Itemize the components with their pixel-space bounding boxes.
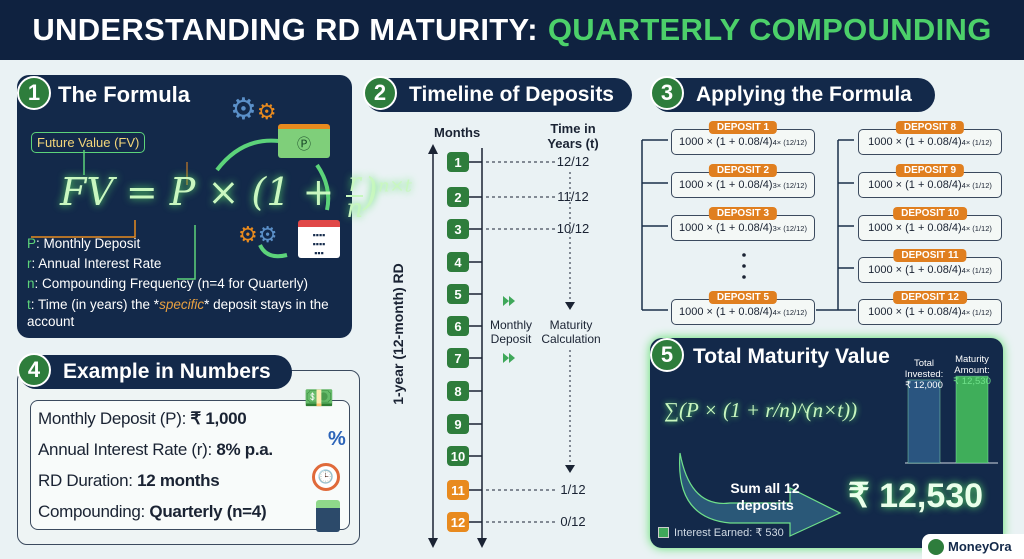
time-tick: 11/12: [557, 189, 589, 204]
month-3: 3: [447, 219, 469, 239]
section-badge: 2: [363, 76, 397, 110]
total-title: Total Maturity Value: [693, 345, 890, 368]
deposit-formula: 1000 × (1 + 0.08/4)4× (12/12): [671, 299, 815, 325]
time-tick: 0/12: [560, 514, 586, 529]
deposit-tag: DEPOSIT 12: [893, 291, 967, 304]
months-header: Months: [434, 125, 481, 140]
time-header: Time in Years (t): [547, 121, 599, 151]
formula-panel: [17, 75, 352, 338]
section-badge: 3: [650, 76, 684, 110]
brand-logo: MoneyOra: [922, 534, 1024, 559]
month-12: 12: [447, 512, 469, 532]
maturity-amount: ₹ 12,530: [848, 477, 984, 515]
definition-r: r: Annual Interest Rate: [27, 256, 162, 271]
bar-1: [955, 375, 989, 464]
calendar-icon: ▪▪▪▪▪▪▪▪▪▪▪: [298, 220, 340, 258]
deposit-tag: DEPOSIT 8: [895, 121, 965, 134]
brand-name: MoneyOra: [948, 539, 1012, 554]
percent-icon: %: [328, 428, 346, 450]
example-row: Compounding: Quarterly (n=4): [38, 502, 267, 521]
title-main: UNDERSTANDING RD MATURITY:: [32, 12, 538, 47]
timeline-header: Timeline of Deposits: [365, 78, 632, 112]
logo-icon: [928, 538, 944, 555]
month-8: 8: [447, 381, 469, 401]
deposit-tag: DEPOSIT 3: [708, 207, 778, 220]
month-2: 2: [447, 187, 469, 207]
deposit-connectors: [641, 139, 856, 311]
definition-p: P: Monthly Deposit: [27, 236, 141, 251]
bar-0: [907, 379, 941, 464]
fv-label: Future Value (FV): [31, 132, 146, 153]
formula-diagram-arrows: [31, 138, 331, 280]
example-row: RD Duration: 12 months: [38, 471, 220, 490]
month-6: 6: [447, 316, 469, 336]
legend-swatch: [658, 527, 669, 538]
axis-label: 1-year (12-month) RD: [390, 263, 406, 405]
title-highlight: QUARTERLY COMPOUNDING: [547, 12, 992, 47]
maturity-calc-label: Maturity Calculation: [541, 318, 601, 346]
formula-title: The Formula: [58, 82, 191, 107]
example-title: Example in Numbers: [63, 360, 271, 383]
month-4: 4: [447, 252, 469, 272]
section-badge: 1: [17, 76, 51, 110]
money-icon: 💵: [304, 385, 334, 412]
timeline-title: Timeline of Deposits: [409, 83, 614, 106]
example-row: Monthly Deposit (P): ₹ 1,000: [38, 409, 247, 428]
definition-t: t: Time (in years) the *specific* deposi…: [27, 297, 329, 329]
calculator-icon: [316, 500, 340, 532]
timeline-axes: [428, 144, 575, 548]
example-row: Annual Interest Rate (r): 8% p.a.: [38, 440, 273, 459]
sum-formula: ∑(P × (1 + r/n)^(n×t)): [664, 398, 858, 422]
month-11: 11: [447, 480, 469, 500]
formula-definitions: P: Monthly Deposit r: Annual Interest Ra…: [27, 234, 347, 330]
deposit-tag: DEPOSIT 11: [893, 249, 967, 262]
month-5: 5: [447, 284, 469, 304]
interest-text: Interest Earned: ₹ 530: [674, 527, 784, 539]
month-7: 7: [447, 348, 469, 368]
bar-label: Total Invested:₹ 12,000: [904, 358, 944, 391]
time-tick: 1/12: [560, 482, 586, 497]
small-gears-icon: ⚙⚙: [238, 222, 278, 247]
definition-n: n: Compounding Frequency (n=4 for Quarte…: [27, 276, 309, 291]
deposit-formula: 1000 × (1 + 0.08/4)4× (1/12): [858, 172, 1002, 198]
time-tick: 12/12: [556, 154, 590, 169]
section-badge: 5: [650, 338, 684, 372]
monthly-deposit-label: Monthly Deposit: [489, 318, 533, 346]
deposit-tag: DEPOSIT 2: [708, 164, 778, 177]
deposit-tag: DEPOSIT 5: [708, 291, 778, 304]
example-header: Example in Numbers: [19, 355, 292, 389]
deposit-tag: DEPOSIT 10: [893, 207, 967, 220]
gears-icon: ⚙⚙: [230, 93, 277, 126]
applying-title: Applying the Formula: [696, 83, 912, 106]
month-1: 1: [447, 152, 469, 172]
time-tick: 10/12: [556, 221, 590, 236]
section-badge: 4: [17, 353, 51, 387]
sum-label: Sum all 12 deposits: [730, 480, 800, 513]
deposit-formula: 1000 × (1 + 0.08/4)3× (12/12): [671, 215, 815, 241]
bar-label: Maturity Amount:₹ 12,530: [953, 354, 991, 387]
deposit-formula: 1000 × (1 + 0.08/4)3× (12/12): [671, 172, 815, 198]
sum-arrow: [678, 375, 998, 537]
interest-earned: Interest Earned: ₹ 530: [658, 526, 784, 539]
deposit-tag: DEPOSIT 9: [895, 164, 965, 177]
page-title: UNDERSTANDING RD MATURITY: QUARTERLY COMP…: [0, 0, 1024, 60]
applying-header: Applying the Formula: [652, 78, 935, 112]
deposit-tag: DEPOSIT 1: [708, 121, 778, 134]
month-9: 9: [447, 414, 469, 434]
month-10: 10: [447, 446, 469, 466]
clock-icon: 🕒: [312, 463, 340, 491]
money-p-icon: Ⓟ: [278, 124, 330, 158]
